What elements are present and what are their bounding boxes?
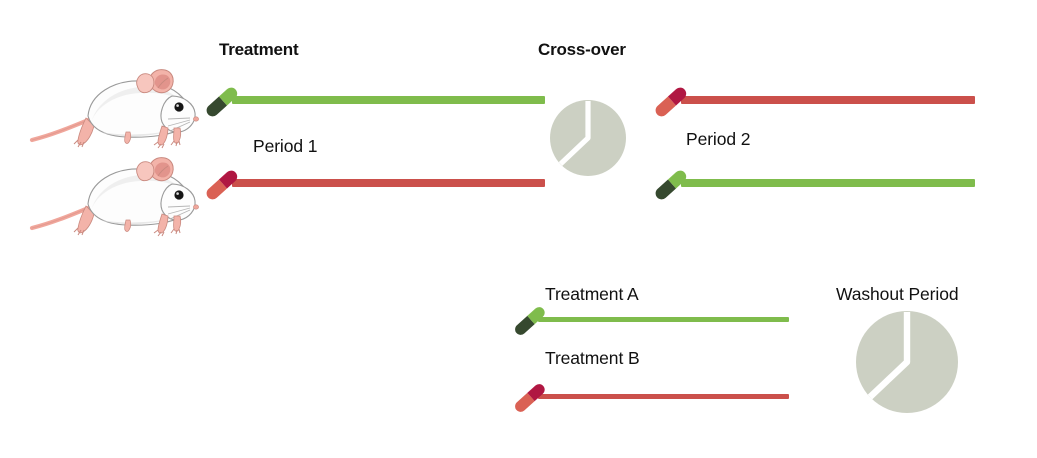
legend-label-treatment-a: Treatment A — [545, 284, 639, 304]
mouse-icon — [22, 62, 202, 150]
legend-label-treatment-b: Treatment B — [545, 348, 640, 368]
label-period-2: Period 2 — [686, 129, 751, 149]
red-capsule-icon — [514, 380, 548, 414]
heading-crossover: Cross-over — [538, 40, 626, 59]
red-capsule-icon — [206, 167, 240, 201]
green-capsule-icon — [655, 167, 689, 201]
green-capsule-icon — [514, 303, 548, 337]
red-capsule-icon — [655, 84, 689, 118]
label-period-1: Period 1 — [253, 136, 318, 156]
mouse-icon — [22, 150, 202, 238]
legend-bar-treatment-a — [538, 317, 789, 322]
green-capsule-icon — [206, 84, 240, 118]
legend-label-washout: Washout Period — [836, 284, 959, 304]
pie-clock-icon — [855, 310, 959, 414]
period2-arm1-bar — [681, 96, 975, 104]
heading-treatment: Treatment — [219, 40, 299, 59]
pie-clock-icon — [549, 99, 627, 177]
period2-arm2-bar — [681, 179, 975, 187]
period1-arm2-bar — [232, 179, 545, 187]
legend-bar-treatment-b — [538, 394, 789, 399]
period1-arm1-bar — [232, 96, 545, 104]
